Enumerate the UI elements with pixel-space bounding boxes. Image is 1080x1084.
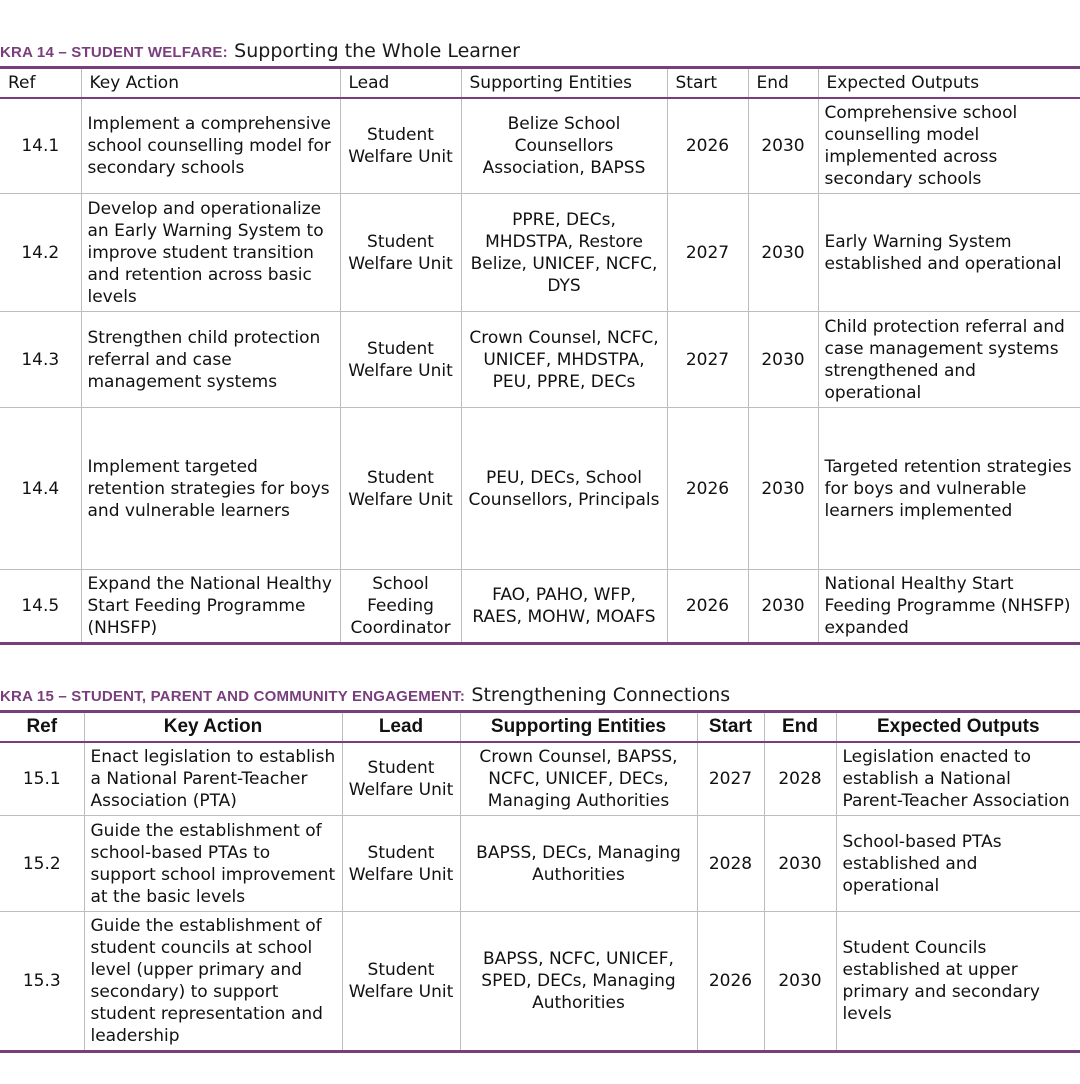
kra14-label: KRA 14 – STUDENT WELFARE:: [0, 44, 228, 61]
cell-ref: 15.2: [0, 815, 84, 912]
cell-lead: Student Welfare Unit: [341, 815, 460, 912]
table-row: 14.1 Implement a comprehensive school co…: [0, 97, 1080, 194]
table-header-row: Ref Key Action Lead Supporting Entities …: [0, 66, 1080, 99]
cell-key-action: Enact legislation to establish a Nationa…: [83, 741, 342, 816]
table-row: 15.1 Enact legislation to establish a Na…: [0, 741, 1080, 816]
cell-start: 2027: [666, 193, 748, 312]
cell-supporting-entities: FAO, PAHO, WFP, RAES, MOHW, MOAFS: [460, 569, 667, 645]
cell-ref: 14.2: [0, 193, 81, 312]
cell-supporting-entities: Crown Counsel, BAPSS, NCFC, UNICEF, DECs…: [459, 741, 697, 816]
kra14-subtitle: Supporting the Whole Learner: [234, 40, 520, 62]
header-key-action: Key Action: [83, 710, 342, 743]
header-end: End: [763, 710, 836, 743]
header-lead: Lead: [339, 66, 461, 99]
header-expected-outputs: Expected Outputs: [835, 710, 1080, 743]
cell-supporting-entities: PPRE, DECs, MHDSTPA, Restore Belize, UNI…: [460, 193, 667, 312]
kra14-title: KRA 14 – STUDENT WELFARE: Supporting the…: [0, 38, 520, 62]
cell-lead: Student Welfare Unit: [339, 97, 461, 194]
table-row: 14.5 Expand the National Healthy Start F…: [0, 569, 1080, 645]
kra15-label: KRA 15 – STUDENT, PARENT AND COMMUNITY E…: [0, 688, 466, 705]
cell-ref: 14.1: [0, 97, 81, 194]
cell-expected-outputs: Early Warning System established and ope…: [817, 193, 1080, 312]
cell-expected-outputs: School-based PTAs established and operat…: [835, 815, 1080, 912]
cell-lead: Student Welfare Unit: [339, 193, 461, 312]
header-end: End: [747, 66, 818, 99]
header-ref: Ref: [0, 66, 81, 99]
table-row: 15.3 Guide the establishment of student …: [0, 911, 1080, 1053]
cell-end: 2030: [763, 815, 836, 912]
cell-start: 2026: [666, 569, 748, 645]
cell-expected-outputs: Child protection referral and case manag…: [817, 311, 1080, 408]
cell-lead: Student Welfare Unit: [341, 911, 460, 1053]
cell-ref: 15.1: [0, 741, 84, 816]
cell-end: 2030: [747, 193, 818, 312]
kra14-table: Ref Key Action Lead Supporting Entities …: [0, 66, 1080, 645]
cell-supporting-entities: BAPSS, DECs, Managing Authorities: [459, 815, 697, 912]
header-ref: Ref: [0, 710, 84, 743]
header-lead: Lead: [341, 710, 460, 743]
cell-key-action: Expand the National Healthy Start Feedin…: [80, 569, 340, 645]
cell-expected-outputs: Targeted retention strategies for boys a…: [817, 407, 1080, 570]
cell-lead: Student Welfare Unit: [339, 407, 461, 570]
cell-key-action: Guide the establishment of school-based …: [83, 815, 342, 912]
table-header-row: Ref Key Action Lead Supporting Entities …: [0, 710, 1080, 743]
header-start: Start: [666, 66, 748, 99]
cell-start: 2027: [666, 311, 748, 408]
table-row: 15.2 Guide the establishment of school-b…: [0, 815, 1080, 912]
cell-key-action: Implement a comprehensive school counsel…: [80, 97, 340, 194]
cell-end: 2030: [763, 911, 836, 1053]
cell-expected-outputs: Student Councils established at upper pr…: [835, 911, 1080, 1053]
cell-end: 2030: [747, 407, 818, 570]
cell-supporting-entities: BAPSS, NCFC, UNICEF, SPED, DECs, Managin…: [459, 911, 697, 1053]
header-supporting-entities: Supporting Entities: [459, 710, 697, 743]
cell-key-action: Guide the establishment of student counc…: [83, 911, 342, 1053]
kra15-title: KRA 15 – STUDENT, PARENT AND COMMUNITY E…: [0, 682, 730, 706]
header-supporting-entities: Supporting Entities: [460, 66, 667, 99]
cell-supporting-entities: Belize School Counsellors Association, B…: [460, 97, 667, 194]
cell-start: 2027: [696, 741, 764, 816]
cell-expected-outputs: National Healthy Start Feeding Programme…: [817, 569, 1080, 645]
cell-end: 2030: [747, 569, 818, 645]
cell-start: 2026: [666, 407, 748, 570]
cell-expected-outputs: Legislation enacted to establish a Natio…: [835, 741, 1080, 816]
cell-supporting-entities: PEU, DECs, School Counsellors, Principal…: [460, 407, 667, 570]
cell-key-action: Implement targeted retention strategies …: [80, 407, 340, 570]
cell-key-action: Develop and operationalize an Early Warn…: [80, 193, 340, 312]
cell-key-action: Strengthen child protection referral and…: [80, 311, 340, 408]
cell-ref: 14.4: [0, 407, 81, 570]
cell-lead: School Feeding Coordinator: [339, 569, 461, 645]
cell-ref: 14.5: [0, 569, 81, 645]
table-row: 14.4 Implement targeted retention strate…: [0, 407, 1080, 570]
cell-ref: 15.3: [0, 911, 84, 1053]
cell-ref: 14.3: [0, 311, 81, 408]
header-expected-outputs: Expected Outputs: [817, 66, 1080, 99]
table-row: 14.2 Develop and operationalize an Early…: [0, 193, 1080, 312]
cell-lead: Student Welfare Unit: [341, 741, 460, 816]
cell-start: 2026: [666, 97, 748, 194]
header-key-action: Key Action: [80, 66, 340, 99]
cell-start: 2028: [696, 815, 764, 912]
header-start: Start: [696, 710, 764, 743]
cell-end: 2030: [747, 97, 818, 194]
cell-start: 2026: [696, 911, 764, 1053]
table-row: 14.3 Strengthen child protection referra…: [0, 311, 1080, 408]
kra15-table: Ref Key Action Lead Supporting Entities …: [0, 710, 1080, 1053]
cell-expected-outputs: Comprehensive school counselling model i…: [817, 97, 1080, 194]
cell-end: 2030: [747, 311, 818, 408]
cell-lead: Student Welfare Unit: [339, 311, 461, 408]
kra15-subtitle: Strengthening Connections: [471, 684, 731, 706]
cell-end: 2028: [763, 741, 836, 816]
cell-supporting-entities: Crown Counsel, NCFC, UNICEF, MHDSTPA, PE…: [460, 311, 667, 408]
